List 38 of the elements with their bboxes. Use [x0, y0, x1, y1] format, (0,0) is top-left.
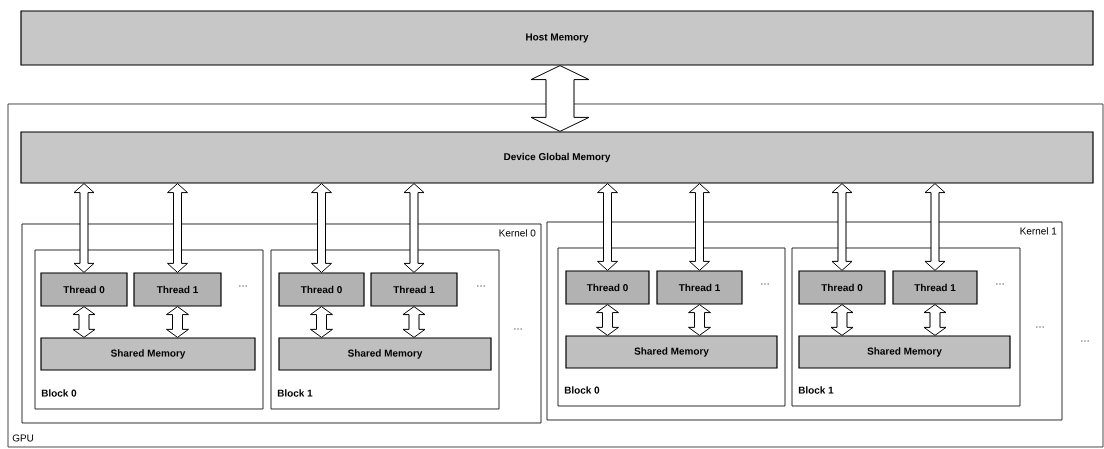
double-arrow — [530, 65, 590, 132]
shared-memory-box: Shared Memory — [565, 335, 778, 369]
shared-memory-box: Shared Memory — [798, 335, 1011, 369]
double-arrow — [402, 306, 426, 338]
double-arrow — [72, 306, 96, 338]
double-arrow — [688, 304, 711, 336]
double-arrow — [311, 183, 332, 273]
ellipsis: … — [514, 328, 522, 330]
ellipsis: … — [1081, 340, 1089, 342]
double-arrow — [403, 183, 425, 273]
double-arrow — [597, 183, 618, 271]
thread-box: Thread 0 — [565, 270, 650, 305]
memory-bar: Host Memory — [20, 10, 1094, 66]
shared-memory-box: Shared Memory — [40, 337, 256, 371]
thread-box: Thread 1 — [370, 272, 458, 307]
double-arrow — [830, 304, 854, 336]
double-arrow — [923, 304, 947, 336]
ellipsis: … — [239, 285, 247, 287]
thread-box: Thread 0 — [798, 270, 886, 305]
thread-box: Thread 1 — [656, 270, 743, 305]
thread-box: Thread 0 — [278, 272, 365, 307]
double-arrow — [924, 183, 946, 271]
double-arrow — [831, 183, 853, 271]
double-arrow — [167, 183, 188, 273]
thread-box: Thread 0 — [40, 272, 128, 307]
thread-box: Thread 1 — [133, 272, 222, 307]
ellipsis: … — [761, 283, 769, 285]
ellipsis: … — [477, 285, 485, 287]
double-arrow — [166, 306, 189, 338]
double-arrow — [310, 306, 333, 338]
ellipsis: … — [996, 283, 1004, 285]
memory-bar: Device Global Memory — [20, 131, 1094, 184]
double-arrow — [596, 304, 619, 336]
shared-memory-box: Shared Memory — [278, 337, 492, 371]
ellipsis: … — [1036, 326, 1044, 328]
thread-box: Thread 1 — [892, 270, 978, 305]
double-arrow — [73, 183, 95, 273]
double-arrow — [689, 183, 710, 271]
